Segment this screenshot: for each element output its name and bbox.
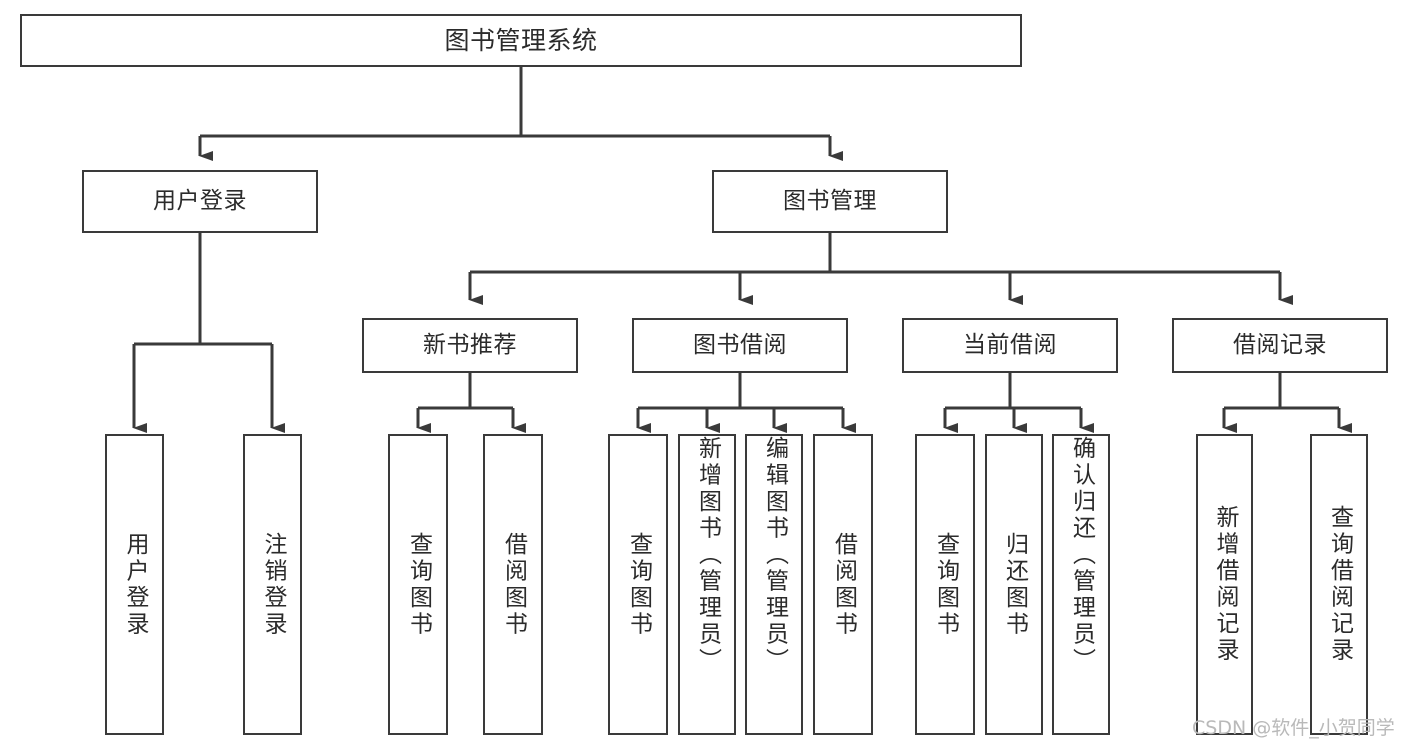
node-borrow-record[interactable]: 借阅记录: [1172, 318, 1388, 373]
leaf-inner: 查询图书: [610, 436, 666, 733]
node-book-manage[interactable]: 图书管理: [712, 170, 948, 233]
node-leaf-query-borrow-record[interactable]: 查询借阅记录: [1310, 434, 1368, 735]
node-leaf-add-borrow-record-label: 新增借阅记录: [1212, 505, 1238, 664]
node-current-borrow-label: 当前借阅: [963, 331, 1057, 358]
leaf-inner: 归还图书: [987, 436, 1041, 733]
leaf-inner: 借阅图书: [485, 436, 541, 733]
node-leaf-edit-book-admin[interactable]: 编辑图书（管理员）: [745, 434, 803, 735]
node-borrow-record-label: 借阅记录: [1233, 331, 1327, 358]
node-book-borrow-label: 图书借阅: [693, 331, 787, 358]
node-root-label: 图书管理系统: [444, 25, 598, 55]
node-leaf-edit-book-admin-label: 编辑图书（管理员）: [761, 436, 788, 675]
node-leaf-rec-query-book-label: 查询图书: [405, 531, 432, 638]
node-user-login-label: 用户登录: [153, 187, 247, 214]
leaf-inner: 新增图书（管理员）: [680, 436, 734, 733]
node-root[interactable]: 图书管理系统: [20, 14, 1022, 67]
node-new-book-recommend[interactable]: 新书推荐: [362, 318, 578, 373]
node-leaf-rec-borrow-book[interactable]: 借阅图书: [483, 434, 543, 735]
node-leaf-borrow-book[interactable]: 借阅图书: [813, 434, 873, 735]
leaf-inner: 确认归还（管理员）: [1054, 436, 1108, 733]
node-leaf-user-login[interactable]: 用户登录: [105, 434, 164, 735]
leaf-inner: 借阅图书: [815, 436, 871, 733]
leaf-inner: 查询图书: [917, 436, 973, 733]
node-leaf-borrow-query-book-label: 查询图书: [625, 531, 652, 638]
node-leaf-rec-borrow-book-label: 借阅图书: [500, 531, 527, 638]
node-leaf-logout[interactable]: 注销登录: [243, 434, 302, 735]
leaf-inner: 注销登录: [245, 436, 300, 733]
leaf-inner: 查询图书: [390, 436, 446, 733]
node-user-login[interactable]: 用户登录: [82, 170, 318, 233]
node-leaf-logout-label: 注销登录: [260, 531, 286, 638]
node-leaf-add-borrow-record[interactable]: 新增借阅记录: [1196, 434, 1253, 735]
node-leaf-confirm-return-admin-label: 确认归还（管理员）: [1068, 436, 1095, 675]
node-leaf-cur-query-book-label: 查询图书: [932, 531, 959, 638]
node-leaf-add-book-admin[interactable]: 新增图书（管理员）: [678, 434, 736, 735]
node-book-manage-label: 图书管理: [783, 187, 877, 214]
node-current-borrow[interactable]: 当前借阅: [902, 318, 1118, 373]
leaf-inner: 用户登录: [107, 436, 162, 733]
node-leaf-user-login-label: 用户登录: [122, 531, 148, 638]
node-leaf-query-borrow-record-label: 查询借阅记录: [1326, 505, 1353, 664]
leaf-inner: 查询借阅记录: [1312, 436, 1366, 733]
leaf-inner: 编辑图书（管理员）: [747, 436, 801, 733]
node-new-book-recommend-label: 新书推荐: [423, 331, 517, 358]
node-book-borrow[interactable]: 图书借阅: [632, 318, 848, 373]
node-leaf-add-book-admin-label: 新增图书（管理员）: [694, 436, 721, 675]
node-leaf-return-book-label: 归还图书: [1001, 531, 1028, 638]
node-leaf-rec-query-book[interactable]: 查询图书: [388, 434, 448, 735]
watermark: CSDN @软件_小贺同学: [1192, 717, 1395, 739]
node-leaf-cur-query-book[interactable]: 查询图书: [915, 434, 975, 735]
node-leaf-borrow-query-book[interactable]: 查询图书: [608, 434, 668, 735]
node-leaf-borrow-book-label: 借阅图书: [830, 531, 857, 638]
leaf-inner: 新增借阅记录: [1198, 436, 1251, 733]
node-leaf-confirm-return-admin[interactable]: 确认归还（管理员）: [1052, 434, 1110, 735]
node-leaf-return-book[interactable]: 归还图书: [985, 434, 1043, 735]
